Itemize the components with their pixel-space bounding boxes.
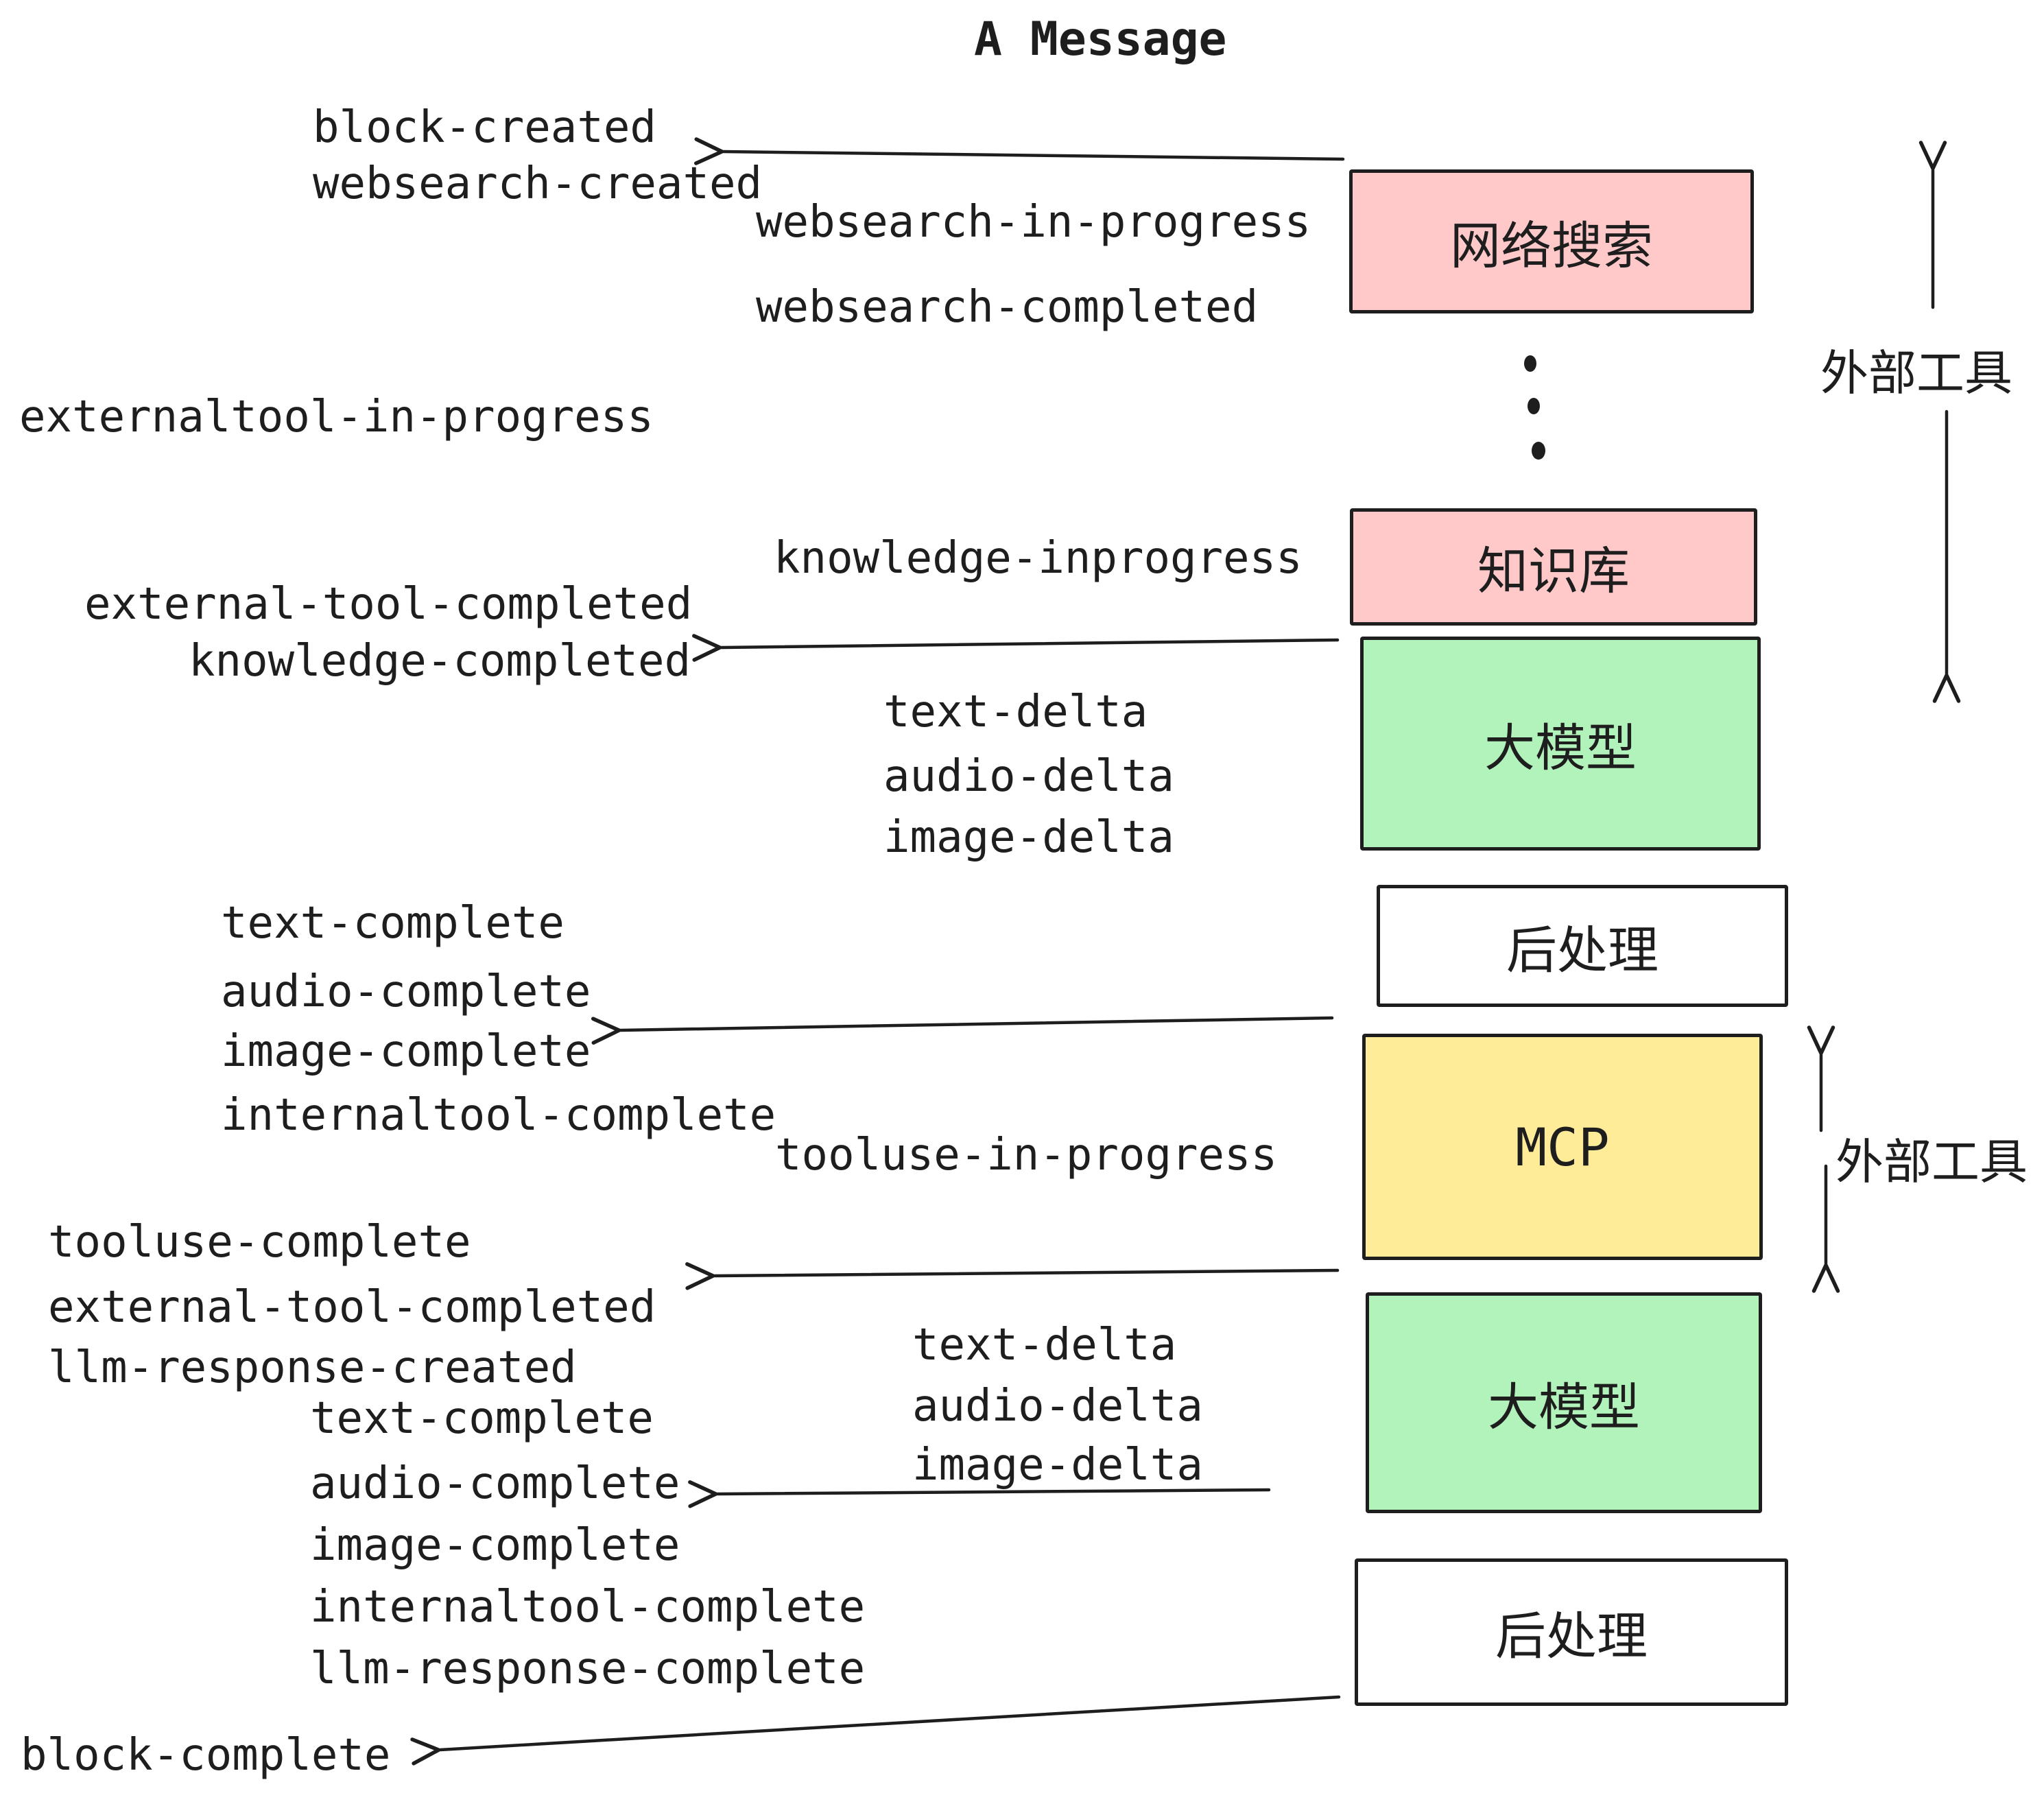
box-postprocess-2: 后处理 (1355, 1558, 1788, 1706)
arrow-llm2-to-audio-complete (688, 1480, 1271, 1508)
event-websearch-created: websearch-created (313, 158, 763, 209)
event-llm-response-complete: llm-response-complete (310, 1643, 866, 1694)
event-knowledge-completed: knowledge-completed (189, 636, 691, 687)
external-tools-label-mcp: 外部工具 (1835, 1135, 2028, 1189)
event-websearch-in-progress: websearch-in-progress (756, 197, 1311, 248)
event-llm-response-created: llm-response-created (48, 1342, 577, 1393)
box-websearch-label: 网络搜索 (1450, 217, 1653, 274)
box-llm-2-label: 大模型 (1488, 1378, 1640, 1436)
arrow-postprocess2-to-block-complete (410, 1695, 1341, 1766)
event-image-complete-2: image-complete (310, 1520, 680, 1571)
event-external-tool-completed-2: external-tool-completed (48, 1282, 656, 1333)
box-postprocess-2-label: 后处理 (1495, 1608, 1648, 1665)
box-postprocess-1: 后处理 (1377, 885, 1788, 1007)
box-llm-1-label: 大模型 (1484, 719, 1637, 776)
arrow-llm-to-knowledge-completed (692, 634, 1340, 662)
event-audio-complete-1: audio-complete (221, 966, 591, 1017)
event-text-complete-1: text-complete (221, 898, 565, 949)
event-external-tool-completed-1: external-tool-completed (84, 579, 693, 630)
box-llm-1: 大模型 (1360, 637, 1761, 851)
box-mcp-label: MCP (1515, 1116, 1610, 1178)
event-text-delta-1: text-delta (883, 687, 1148, 737)
event-text-delta-2: text-delta (912, 1320, 1177, 1370)
event-externaltool-in-progress: externaltool-in-progress (19, 392, 654, 442)
event-knowledge-inprogress: knowledge-inprogress (774, 533, 1303, 584)
event-text-complete-2: text-complete (310, 1393, 654, 1444)
event-block-created: block-created (313, 102, 656, 153)
diagram-title: A Message (974, 12, 1227, 67)
event-internaltool-complete-1: internaltool-complete (221, 1090, 776, 1141)
box-knowledge-label: 知识库 (1477, 543, 1630, 600)
arrow-websearch-to-block-created (694, 137, 1345, 165)
event-audio-delta-2: audio-delta (912, 1381, 1203, 1432)
arrow-mcp-to-tooluse-complete (685, 1262, 1340, 1290)
box-postprocess-1-label: 后处理 (1506, 921, 1659, 979)
event-image-delta-1: image-delta (883, 812, 1174, 863)
arrow-postprocess-to-image-complete (591, 1016, 1334, 1045)
ellipsis-dots (1524, 355, 1545, 460)
external-tools-label-top: 外部工具 (1820, 346, 2012, 400)
box-knowledge: 知识库 (1350, 508, 1757, 626)
event-tooluse-complete: tooluse-complete (48, 1217, 471, 1268)
event-image-complete-1: image-complete (221, 1026, 591, 1077)
event-image-delta-2: image-delta (912, 1440, 1203, 1491)
box-mcp: MCP (1362, 1034, 1763, 1260)
event-audio-complete-2: audio-complete (310, 1458, 680, 1509)
event-websearch-completed: websearch-completed (756, 282, 1259, 333)
event-audio-delta-1: audio-delta (883, 751, 1174, 802)
event-block-complete: block-complete (21, 1730, 391, 1781)
box-websearch: 网络搜索 (1349, 169, 1754, 313)
event-internaltool-complete-2: internaltool-complete (310, 1582, 866, 1633)
event-tooluse-in-progress: tooluse-in-progress (775, 1130, 1278, 1180)
box-llm-2: 大模型 (1366, 1292, 1762, 1513)
